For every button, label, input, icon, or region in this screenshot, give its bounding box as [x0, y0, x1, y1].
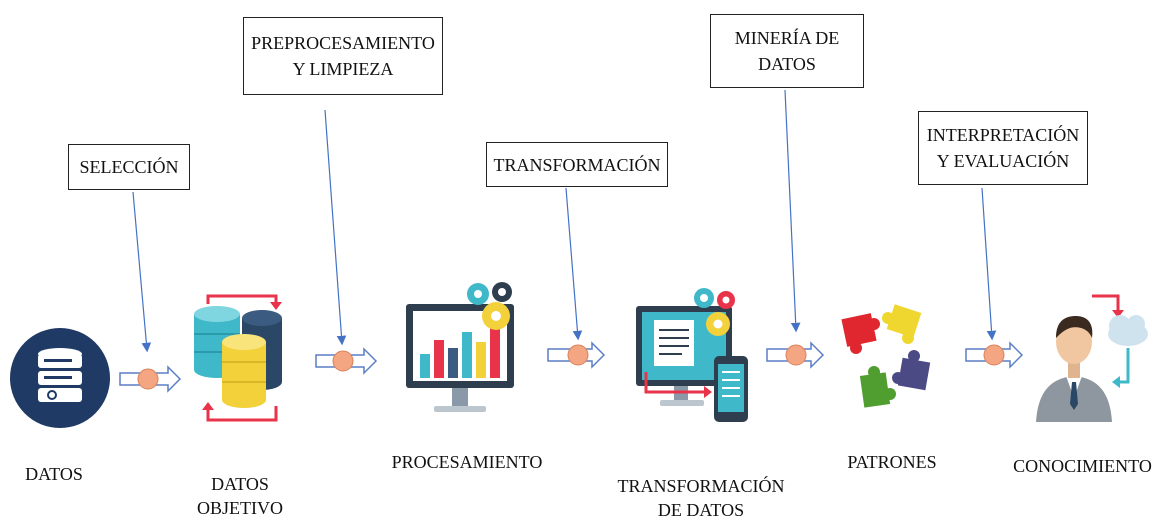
pointer-line [565, 187, 583, 341]
step-box-interpretacion: INTERPRETACIÓN Y EVALUACIÓN [918, 111, 1088, 185]
step-label: TRANSFORMACIÓN [493, 154, 661, 175]
flow-arrow-2 [315, 347, 378, 375]
pointer-line [324, 109, 347, 346]
monitor-tablet-gears-icon [636, 288, 748, 422]
businessman-cloud-icon [1036, 294, 1148, 422]
step-label: INTERPRETACIÓN Y EVALUACIÓN [926, 125, 1080, 171]
flow-arrow-3 [547, 341, 606, 369]
step-label: SELECCIÓN [79, 157, 179, 177]
cylinders-icon [194, 294, 282, 422]
step-box-seleccion: SELECCIÓN [68, 144, 190, 190]
stage-label-procesamiento: PROCESAMIENTO [391, 452, 543, 472]
step-label: PREPROCESAMIENTO Y LIMPIEZA [251, 33, 435, 79]
pointer-line [132, 191, 152, 353]
stage-label-patrones: PATRONES [847, 452, 937, 472]
stage-label-datos: DATOS [25, 464, 83, 484]
pointer-line [981, 187, 997, 341]
database-icon [10, 328, 110, 428]
flow-connectors [119, 89, 1024, 393]
stage-label-datos-objetivo: DATOS OBJETIVO [197, 474, 283, 518]
monitor-chart-gears-icon [406, 282, 514, 412]
step-box-transformacion: TRANSFORMACIÓN [486, 142, 668, 187]
stage-label-transformacion-de-datos: TRANSFORMACIÓN DE DATOS [617, 476, 785, 520]
flow-arrow-5 [965, 341, 1024, 369]
flow-arrow-4 [766, 341, 825, 369]
stage-label-conocimiento: CONOCIMIENTO [1013, 456, 1152, 476]
step-box-preprocesamiento: PREPROCESAMIENTO Y LIMPIEZA [243, 17, 443, 95]
pointer-line [784, 89, 801, 333]
flow-arrow-1 [119, 365, 182, 393]
step-box-mineria: MINERÍA DE DATOS [710, 14, 864, 88]
step-label: MINERÍA DE DATOS [734, 28, 840, 74]
puzzle-pieces-icon [841, 304, 931, 408]
